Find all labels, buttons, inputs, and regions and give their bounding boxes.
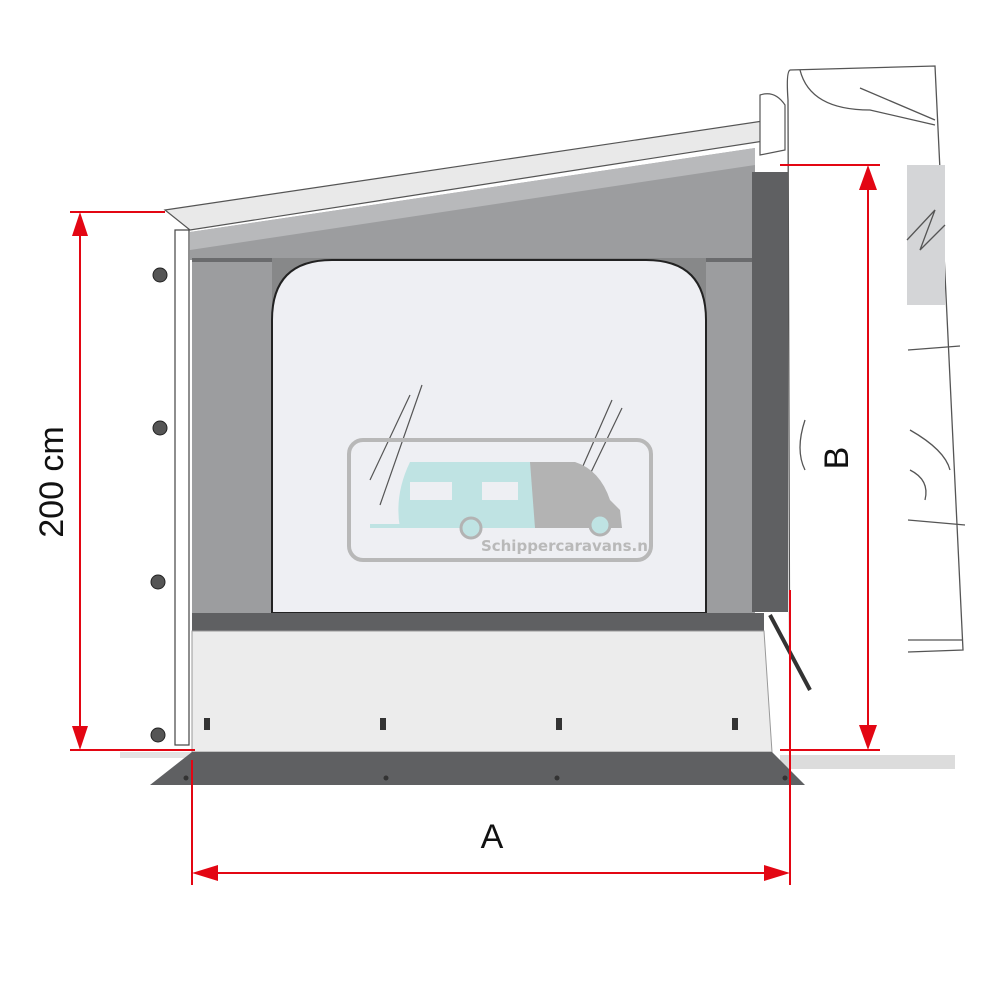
awning-bracket <box>759 93 786 156</box>
vehicle-height-dimension-label: B <box>818 447 856 470</box>
ground <box>780 755 955 769</box>
roof-top-strip <box>190 148 755 250</box>
width-dimension-label: A <box>481 818 504 856</box>
vehicle-window-reflection <box>906 209 946 251</box>
height-dimension-label: 200 cm <box>33 426 71 538</box>
vehicle-outline <box>786 65 966 781</box>
watermark-text: Schippercaravans.nl <box>481 537 653 555</box>
ground-sheet <box>150 752 805 785</box>
watermark-logo: Schippercaravans.nl <box>347 438 653 562</box>
ground-left <box>120 752 200 758</box>
panel-bottom-band <box>192 613 764 631</box>
panel-skirt <box>191 630 773 753</box>
dimension-lines <box>70 164 880 885</box>
vehicle-sealing-strip <box>752 172 788 612</box>
skirt-pegs <box>183 718 788 781</box>
guy-rope-hooks <box>150 267 168 743</box>
support-leg <box>174 229 190 746</box>
